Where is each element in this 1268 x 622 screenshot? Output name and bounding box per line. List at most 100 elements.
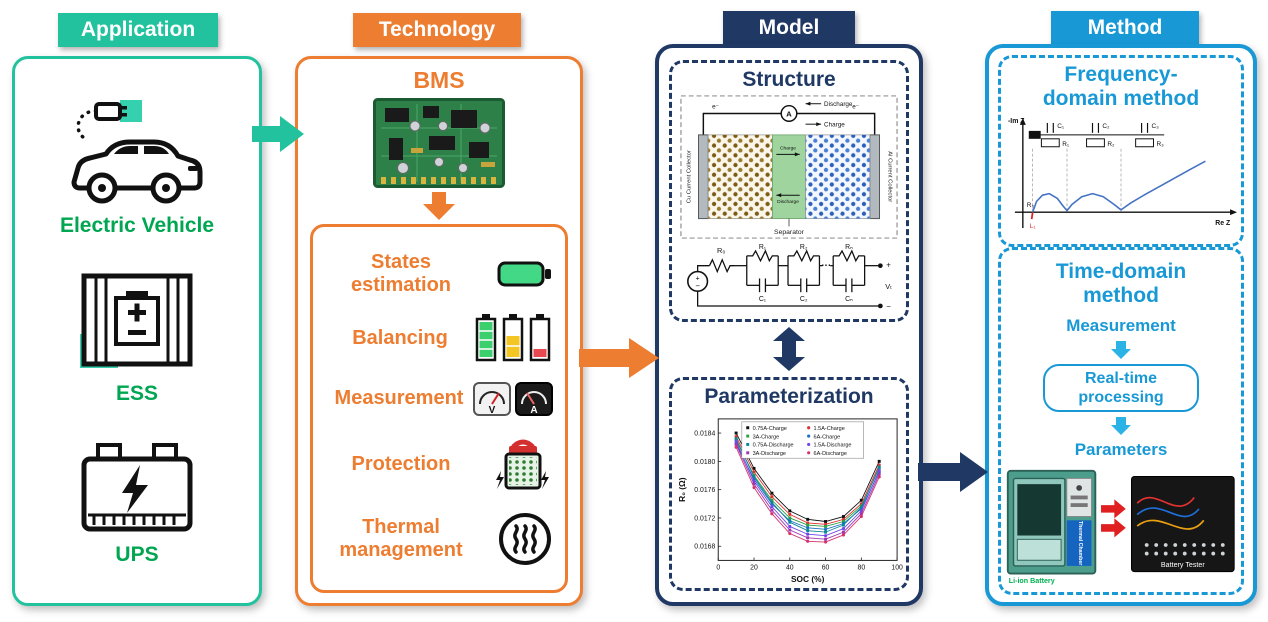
c1-label: C₁ [759,296,767,303]
bms-title: BMS [413,67,465,93]
svg-text:0: 0 [716,564,720,571]
structure-box: Structure A e⁻ e⁻ [669,59,909,322]
svg-text:6A-Discharge: 6A-Discharge [814,451,847,457]
model-to-method-arrow [918,452,988,492]
svg-text:C₂: C₂ [1102,123,1110,130]
down-arrow-icon [423,192,455,220]
svg-text:3A-Charge: 3A-Charge [753,434,780,440]
test-bench-image: Thermal Chamber Li-ion Battery [1006,470,1235,585]
rc-block-n [832,249,866,292]
cell-balancing-icon [475,314,551,362]
ammeter-symbol: A [786,109,792,118]
electrochemical-cell-diagram: A e⁻ e⁻ Discharge Charge Cu Current Coll… [680,95,898,239]
c2-label: C₂ [800,296,808,303]
down-arrow-icon [1111,417,1131,436]
function-row-states-estimation: States estimation [325,251,553,297]
double-arrow-icon [773,327,805,371]
svg-text:C₁: C₁ [1057,123,1064,130]
application-panel: Electric Vehicle ESS [12,56,262,606]
model-panel: Structure A e⁻ e⁻ [655,44,923,606]
li-ion-battery-label: Li-ion Battery [1009,577,1055,585]
battery-protection-icon [496,439,549,490]
svg-text:100: 100 [891,564,903,571]
svg-text:0.0172: 0.0172 [694,515,715,522]
application-header-badge: Application [58,13,218,47]
r1-label: R₁ [759,244,767,251]
svg-text:Re Z: Re Z [1215,220,1231,227]
svg-text:C₃: C₃ [1152,123,1160,130]
svg-text:0.75A-Charge: 0.75A-Charge [753,426,787,432]
ups-battery-icon [81,442,193,531]
svg-text:1.5A-Charge: 1.5A-Charge [814,426,845,432]
terminal-plus: + [886,260,891,269]
rn-label: Rₙ [845,244,853,251]
application-item-ess: ESS [72,268,202,406]
svg-text:60: 60 [822,564,830,571]
svg-text:-Im Z: -Im Z [1008,118,1025,125]
svg-text:80: 80 [858,564,866,571]
mid-charge-label: Charge [780,145,796,151]
function-label: Measurement [334,387,464,409]
svg-text:R₃: R₃ [1156,141,1164,148]
svg-text:6A-Charge: 6A-Charge [814,434,841,440]
battery-soc-icon [497,261,551,286]
svg-text:SOC (%): SOC (%) [791,574,825,584]
rc-block-1 [746,249,779,292]
ellipsis-label: ··· [821,260,831,271]
terminal-minus: − [886,302,891,311]
measurement-step-label: Measurement [1066,315,1176,335]
technology-header-badge: Technology [353,13,521,47]
voltmeter-label: V [489,405,496,416]
terminal-voltage-label: Vₜ [885,282,892,291]
parameterization-title: Parameterization [704,384,874,408]
method-panel: Frequency-domain method -Im Z Re Z C₁ R₁ C₂ R… [985,44,1257,606]
time-domain-title: Time-domain method [1055,260,1187,308]
method-header-badge: Method [1051,11,1199,45]
discharge-label: Discharge [824,101,853,108]
svg-text:0.0184: 0.0184 [694,430,715,437]
electron-label: e⁻ [852,103,859,110]
ev-charging-icon [71,99,203,203]
function-label: Thermal management [339,515,463,561]
technology-to-model-arrow [579,338,659,378]
function-label: Protection [351,452,451,475]
equivalent-circuit-diagram: + − R₀ R₁ C₁ [687,244,892,311]
parameters-step-label: Parameters [1074,440,1168,460]
svg-text:0.0180: 0.0180 [694,458,715,465]
svg-text:R₀ (Ω): R₀ (Ω) [677,477,687,502]
function-label: Balancing [352,326,448,349]
svg-text:R₂: R₂ [1107,141,1115,148]
function-row-protection: Protection [325,435,553,493]
energy-storage-icon [80,273,193,368]
application-item-ups: UPS [72,437,202,567]
frequency-domain-title: Frequency-domain method [1042,62,1200,110]
function-row-measurement: Measurement V A [325,380,553,418]
frequency-domain-box: Frequency-domain method -Im Z Re Z C₁ R₁ C₂ R… [998,54,1244,247]
application-to-technology-arrow [252,116,304,152]
function-row-thermal-management: Thermal management [325,511,553,567]
function-label: States estimation [350,250,452,296]
r2-label: R₂ [800,244,808,251]
cu-collector-label: Cu Current Collector [687,150,693,203]
model-header-badge: Model [723,11,855,45]
cn-label: Cₙ [845,296,853,303]
technology-panel: BMS [295,56,583,606]
time-domain-box: Time-domain method Measurement Real-time… [998,247,1244,596]
svg-text:R₀: R₀ [1027,202,1035,209]
application-item-label: ESS [115,382,159,405]
application-item-electric-vehicle: Electric Vehicle [60,96,214,238]
svg-text:R₁: R₁ [1062,141,1069,148]
al-collector-label: Al Current Collector [886,151,892,202]
bms-functions-box: States estimation Balancing [310,224,568,593]
thermal-icon [499,512,551,565]
down-arrow-icon [1111,340,1131,359]
ammeter-label: A [530,405,537,416]
application-item-label: UPS [115,542,159,566]
source-minus: − [695,281,700,290]
source-plus: + [696,275,700,282]
mid-discharge-label: Discharge [777,199,799,205]
battery-tester-label: Battery Tester [1161,561,1205,569]
